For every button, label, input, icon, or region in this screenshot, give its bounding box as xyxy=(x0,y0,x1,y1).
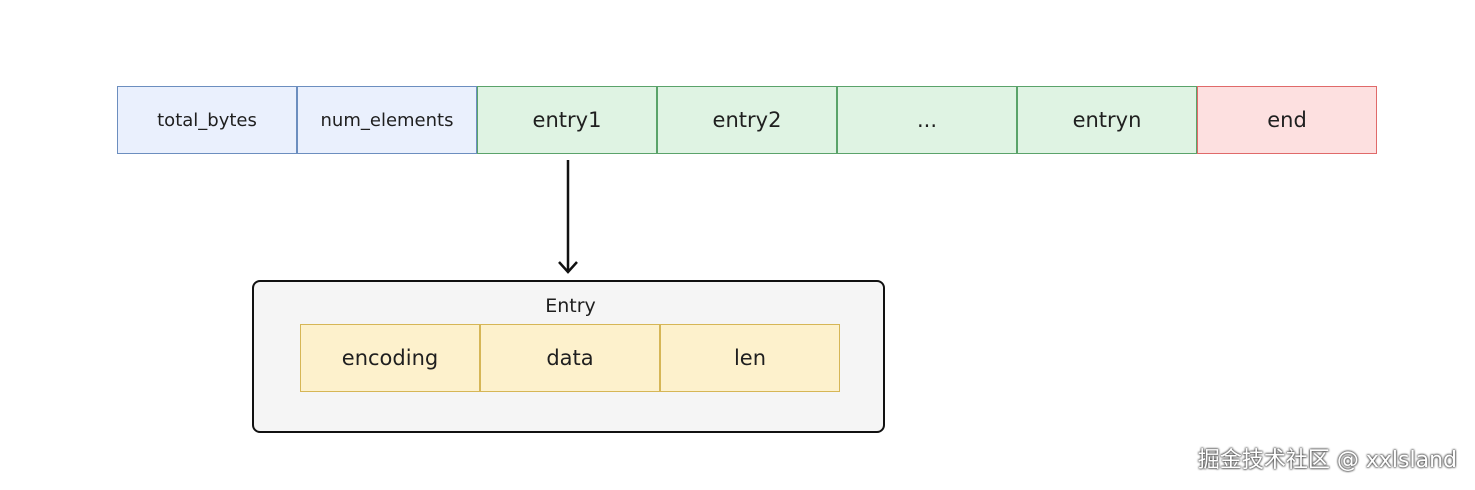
cell-entry1: entry1 xyxy=(477,86,657,154)
field-encoding: encoding xyxy=(300,324,480,392)
cell-ellipsis: ... xyxy=(837,86,1017,154)
entry-title: Entry xyxy=(545,295,596,317)
field-data: data xyxy=(480,324,660,392)
cell-total-bytes: total_bytes xyxy=(117,86,297,154)
cell-label: entry2 xyxy=(712,108,782,132)
cell-label: ... xyxy=(916,108,938,132)
cell-entry2: entry2 xyxy=(657,86,837,154)
cell-num-elements: num_elements xyxy=(297,86,477,154)
cell-end: end xyxy=(1197,86,1377,154)
arrow-head xyxy=(558,261,578,274)
field-label: data xyxy=(546,346,594,370)
cell-label: end xyxy=(1267,108,1307,132)
cell-label: entry1 xyxy=(532,108,602,132)
cell-label: total_bytes xyxy=(157,109,257,131)
field-len: len xyxy=(660,324,840,392)
field-label: len xyxy=(733,346,767,370)
watermark: 掘金技术社区 @ xxlsland xyxy=(1197,448,1457,473)
cell-label: entryn xyxy=(1072,108,1142,132)
cell-label: num_elements xyxy=(320,109,454,131)
field-label: encoding xyxy=(341,346,439,370)
entry-container: Entry encoding data len xyxy=(252,280,885,433)
cell-entryn: entryn xyxy=(1017,86,1197,154)
